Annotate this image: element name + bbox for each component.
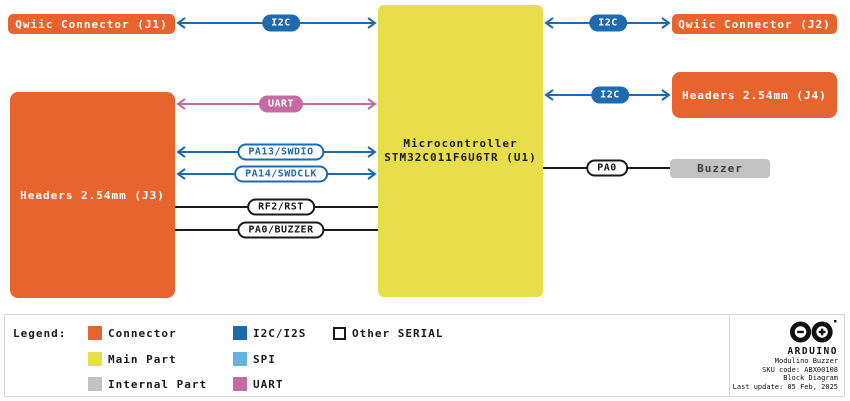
legend-item-main-part: Main Part (88, 352, 177, 366)
legend-item-label: Main Part (108, 352, 177, 366)
uart-label: UART (258, 95, 304, 113)
legend-item-uart: UART (233, 377, 284, 391)
block-headers-j3: Headers 2.54mm (J3) (10, 92, 175, 298)
legend-item-label: UART (253, 377, 284, 391)
i2c-label-j2: I2C (589, 14, 627, 32)
block-buzzer: Buzzer (670, 159, 770, 178)
rf2-rst-label: RF2/RST (247, 198, 315, 216)
legend-item-other-serial: Other SERIAL (333, 326, 443, 340)
mcu-label-line1: Microcontroller (403, 137, 518, 150)
last-update: Last update: 05 Feb, 2025 (732, 382, 838, 391)
i2c-i2s-swatch (233, 326, 247, 340)
legend-title: Legend: (13, 327, 67, 340)
block-qwiic-connector-j1: Qwiic Connector (J1) (8, 14, 175, 34)
legend-panel: Legend: Connector Main Part Internal Par… (4, 314, 845, 397)
pa0-label: PA0 (586, 159, 628, 177)
legend-item-label: Connector (108, 326, 177, 340)
arduino-wordmark: ARDUINO (787, 346, 838, 357)
uart-swatch (233, 377, 247, 391)
legend-item-label: Internal Part (108, 377, 208, 391)
footer-info: ARDUINO Modulino Buzzer SKU code: ABX001… (730, 315, 846, 396)
legend-item-connector: Connector (88, 326, 177, 340)
other-serial-swatch (333, 326, 346, 340)
connector-swatch (88, 326, 102, 340)
arduino-logo-icon (790, 320, 837, 343)
main-part-swatch (88, 352, 102, 366)
mcu-label-line2: STM32C011F6U6TR (U1) (384, 151, 537, 164)
legend-item-label: SPI (253, 352, 276, 366)
pa13-swdio-label: PA13/SWDIO (237, 143, 325, 161)
block-microcontroller: Microcontroller STM32C011F6U6TR (U1) (378, 5, 543, 297)
sku-code: SKU code: ABX00108 (762, 365, 838, 374)
pa14-swdclk-label: PA14/SWDCLK (234, 165, 328, 183)
block-qwiic-connector-j2: Qwiic Connector (J2) (672, 14, 837, 34)
block-headers-j4: Headers 2.54mm (J4) (672, 72, 837, 118)
spi-swatch (233, 352, 247, 366)
i2c-label-j1: I2C (262, 14, 300, 32)
legend-item-i2c-i2s: I2C/I2S (233, 326, 306, 340)
legend-item-spi: SPI (233, 352, 276, 366)
legend-item-label: Other SERIAL (352, 326, 444, 340)
legend-divider (729, 315, 730, 396)
product-name: Modulino Buzzer (774, 357, 838, 365)
legend-item-label: I2C/I2S (253, 326, 307, 340)
internal-part-swatch (88, 377, 102, 391)
pa0-buzzer-label: PA0/BUZZER (237, 221, 325, 239)
i2c-label-j4: I2C (591, 86, 629, 104)
legend-item-internal-part: Internal Part (88, 377, 207, 391)
doc-type: Block Diagram (783, 374, 838, 382)
